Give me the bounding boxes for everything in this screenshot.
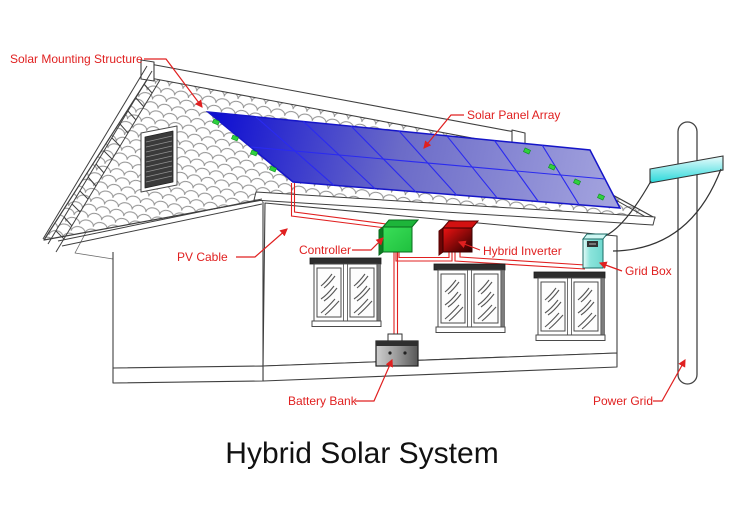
hybrid-inverter-box bbox=[438, 220, 480, 256]
controller-inverter-cable bbox=[395, 252, 453, 262]
inverter-gridbox-cable bbox=[459, 252, 586, 266]
system-cables bbox=[290, 183, 586, 336]
leader-power-grid bbox=[653, 358, 686, 402]
label-battery-bank: Battery Bank bbox=[288, 394, 358, 408]
gable-vent bbox=[140, 125, 178, 193]
labels: Solar Mounting Structure Solar Panel Arr… bbox=[10, 52, 672, 408]
label-hybrid-inverter: Hybrid Inverter bbox=[483, 244, 562, 258]
window-1 bbox=[310, 258, 381, 327]
leader-solar-mounting-structure bbox=[144, 58, 203, 108]
pv-cable-run bbox=[290, 183, 387, 229]
label-leaders bbox=[144, 58, 686, 402]
eave-soffit-line bbox=[57, 198, 263, 242]
eave-soffit-line bbox=[61, 203, 263, 247]
pole-crossarm bbox=[649, 155, 724, 184]
solar-panel-array bbox=[205, 111, 622, 209]
mounting-clips bbox=[212, 118, 605, 201]
foundation-left bbox=[112, 365, 264, 384]
leader-hybrid-inverter bbox=[457, 240, 481, 251]
power-pole bbox=[649, 121, 724, 385]
diagram-title: Hybrid Solar System bbox=[225, 437, 498, 470]
label-solar-panel-array: Solar Panel Array bbox=[467, 108, 560, 122]
label-power-grid: Power Grid bbox=[593, 394, 653, 408]
leader-grid-box bbox=[598, 261, 623, 272]
leader-battery-bank bbox=[355, 358, 393, 402]
controller-box bbox=[378, 219, 420, 256]
label-controller: Controller bbox=[299, 243, 351, 257]
window-3 bbox=[534, 272, 605, 341]
panel-grid-lines bbox=[250, 116, 606, 206]
leader-controller bbox=[352, 237, 384, 251]
label-pv-cable: PV Cable bbox=[177, 250, 228, 264]
grid-box-unit bbox=[581, 233, 609, 269]
eave-fascia bbox=[253, 191, 656, 226]
pv-cable-run bbox=[293, 183, 387, 225]
label-solar-mounting-structure: Solar Mounting Structure bbox=[10, 52, 143, 66]
label-grid-box: Grid Box bbox=[625, 264, 672, 278]
barge-board bbox=[42, 65, 161, 253]
leader-solar-panel-array bbox=[423, 114, 464, 149]
battery-terminal bbox=[388, 351, 392, 355]
battery-bank-unit bbox=[375, 333, 419, 367]
leader-pv-cable bbox=[236, 228, 288, 258]
inverter-gridbox-cable bbox=[454, 252, 586, 270]
window-2 bbox=[434, 264, 505, 333]
battery-terminal bbox=[403, 351, 407, 355]
controller-inverter-cable bbox=[398, 252, 450, 259]
